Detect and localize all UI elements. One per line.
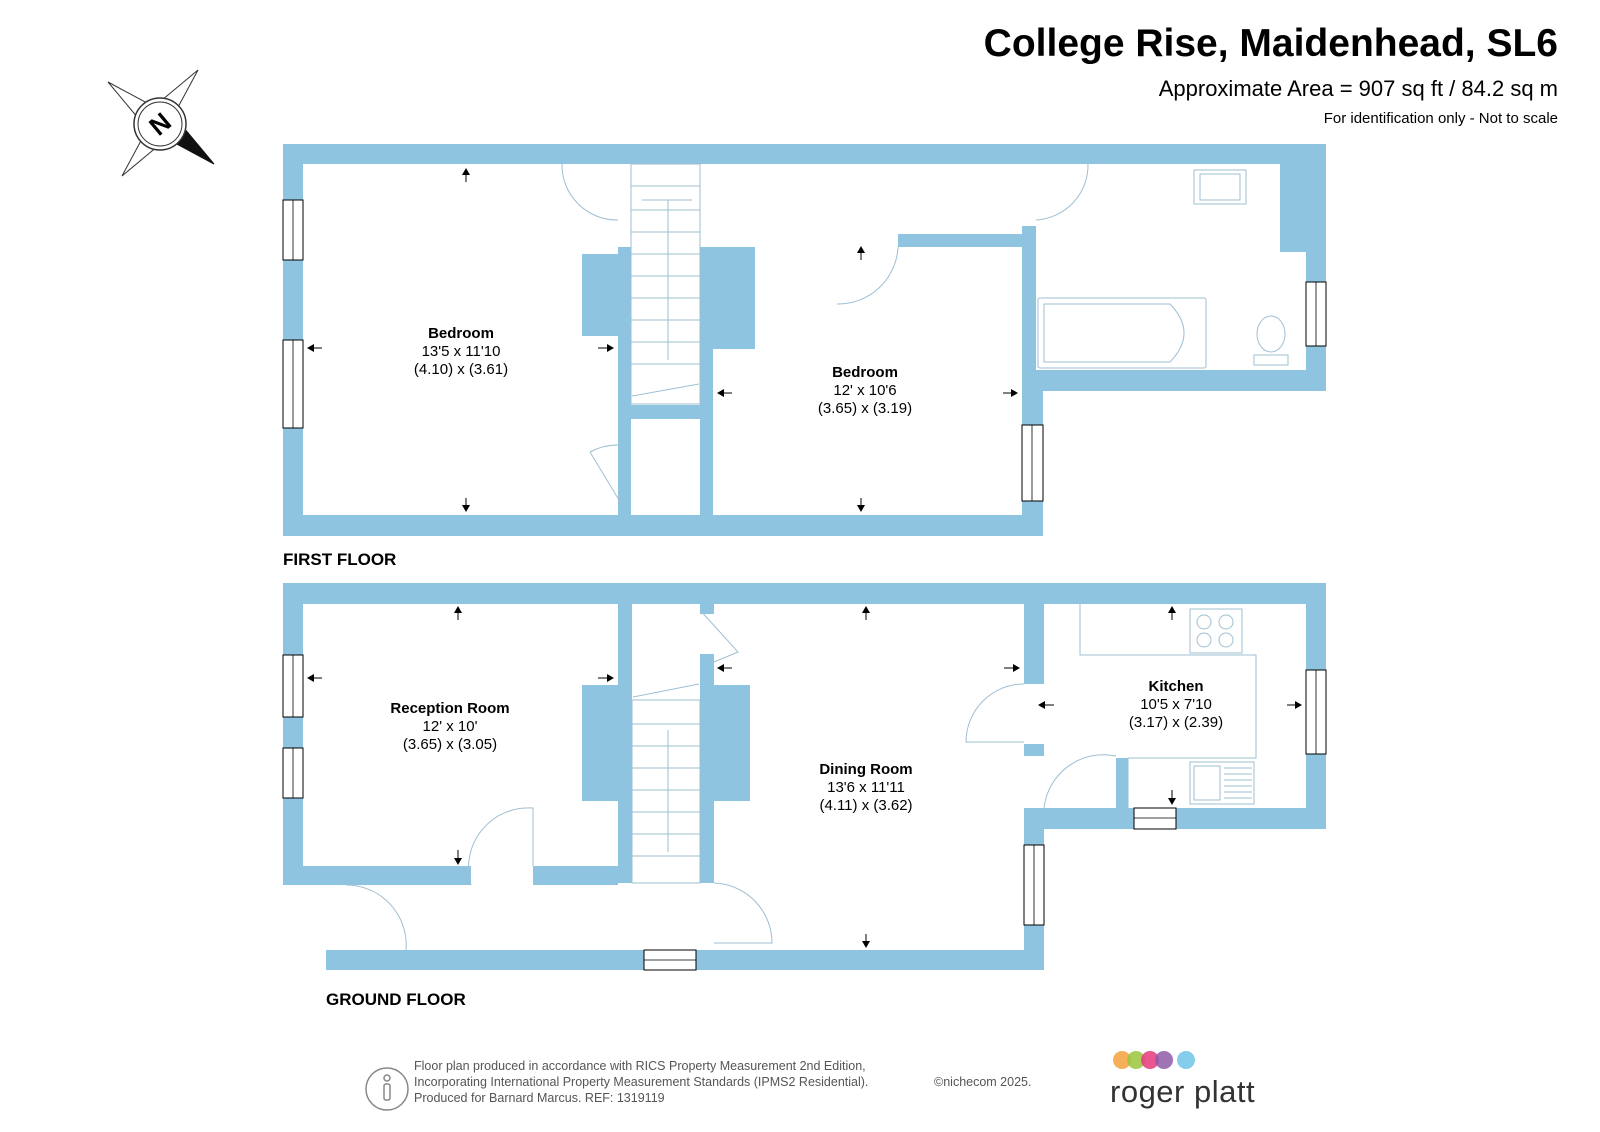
kitchen-label: Kitchen 10'5 x 7'10 (3.17) x (2.39) bbox=[1129, 678, 1223, 731]
dining-room-label: Dining Room 13'6 x 11'11 (4.11) x (3.62) bbox=[819, 761, 912, 814]
property-title: College Rise, Maidenhead, SL6 bbox=[983, 22, 1558, 65]
footer-line-1: Floor plan produced in accordance with R… bbox=[414, 1059, 866, 1073]
brand-dot bbox=[1177, 1051, 1195, 1069]
info-person-icon bbox=[365, 1067, 409, 1111]
room-size-metric: (3.65) x (3.19) bbox=[818, 400, 912, 417]
approximate-area: Approximate Area = 907 sq ft / 84.2 sq m bbox=[1158, 76, 1558, 101]
brand-dot bbox=[1127, 1051, 1145, 1069]
footer-line-3: Produced for Barnard Marcus. REF: 131911… bbox=[414, 1091, 665, 1105]
room-size-imperial: 12' x 10'6 bbox=[833, 382, 896, 399]
brand-dot bbox=[1141, 1051, 1159, 1069]
room-size-metric: (4.10) x (3.61) bbox=[414, 361, 508, 378]
room-size-metric: (3.65) x (3.05) bbox=[403, 736, 497, 753]
first-floor-walls bbox=[283, 144, 1326, 536]
room-size-imperial: 13'6 x 11'11 bbox=[827, 779, 905, 796]
first-floor-fixtures bbox=[561, 163, 1289, 506]
ground-floor-measure-arrows bbox=[307, 606, 1302, 948]
room-name: Bedroom bbox=[428, 325, 494, 342]
room-name: Reception Room bbox=[390, 700, 509, 717]
first-floor-bedroom-1-label: Bedroom 13'5 x 11'10 (4.10) x (3.61) bbox=[414, 325, 508, 378]
ground-floor-openings bbox=[282, 614, 1327, 971]
room-size-imperial: 12' x 10' bbox=[423, 718, 478, 735]
room-size-imperial: 10'5 x 7'10 bbox=[1140, 696, 1212, 713]
ground-floor-label: GROUND FLOOR bbox=[326, 990, 466, 1009]
ground-floor-walls bbox=[283, 583, 1326, 970]
brand-dot bbox=[1155, 1051, 1173, 1069]
footer-line-2: Incorporating International Property Mea… bbox=[414, 1075, 869, 1089]
first-floor-bedroom-2-label: Bedroom 12' x 10'6 (3.65) x (3.19) bbox=[818, 364, 912, 417]
identification-note: For identification only - Not to scale bbox=[1323, 110, 1558, 127]
brand-dot bbox=[1113, 1051, 1131, 1069]
room-size-metric: (4.11) x (3.62) bbox=[819, 797, 912, 814]
room-size-imperial: 13'5 x 11'10 bbox=[422, 343, 501, 360]
copyright: ©nichecom 2025. bbox=[934, 1075, 1032, 1089]
footer-disclaimer: Floor plan produced in accordance with R… bbox=[414, 1058, 1031, 1106]
first-floor-window-lines bbox=[292, 200, 1317, 501]
room-name: Kitchen bbox=[1148, 678, 1203, 695]
first-floor-label: FIRST FLOOR bbox=[283, 550, 396, 569]
room-size-metric: (3.17) x (2.39) bbox=[1129, 714, 1223, 731]
reception-room-label: Reception Room 12' x 10' (3.65) x (3.05) bbox=[390, 700, 509, 753]
first-floor-measure-arrows bbox=[307, 168, 1018, 512]
room-name: Bedroom bbox=[832, 364, 898, 381]
ground-floor-window-lines bbox=[292, 655, 1317, 961]
north-compass-icon: N bbox=[107, 69, 215, 177]
room-name: Dining Room bbox=[819, 761, 912, 778]
brand-name: roger platt bbox=[1110, 1074, 1256, 1109]
ground-floor-fixtures bbox=[345, 604, 1257, 951]
brand-logo-dots bbox=[1113, 1051, 1195, 1069]
